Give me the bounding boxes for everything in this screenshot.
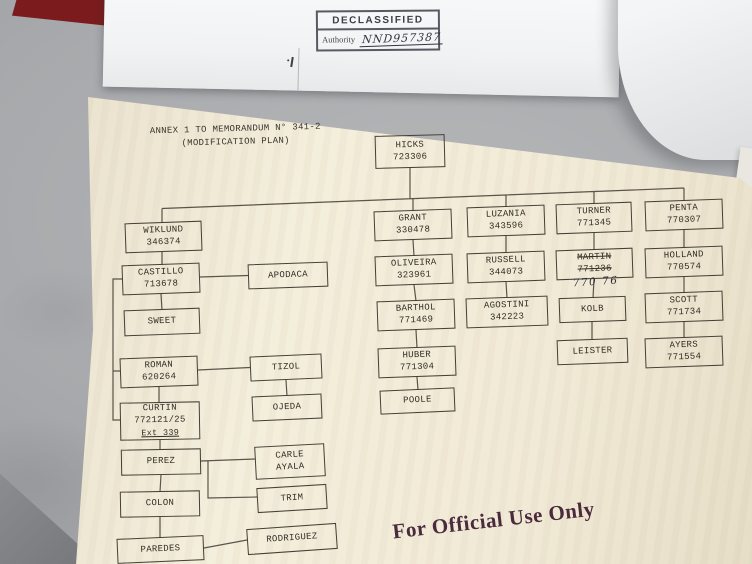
person-name: RODRIGUEZ — [265, 531, 318, 545]
org-box-sweet: SWEET — [123, 307, 201, 337]
person-number: 772121/25 — [134, 414, 186, 426]
person-name: PEREZ — [146, 455, 176, 467]
org-box-turner: TURNER 771345 — [555, 201, 633, 235]
person-name: APODACA — [267, 268, 309, 281]
org-box-luzania: LUZANIA 343596 — [466, 204, 546, 238]
person-number: 771469 — [398, 314, 434, 326]
person-number: 330478 — [395, 224, 431, 236]
org-box-agostini: AGOSTINI 342223 — [465, 295, 549, 329]
person-number: 713678 — [143, 278, 179, 290]
org-box-trim: TRIM — [256, 483, 328, 514]
org-box-oliveira: OLIVEIRA 323961 — [374, 253, 454, 287]
person-name: PAREDES — [140, 542, 181, 555]
person-name: LEISTER — [572, 344, 613, 357]
person-number: 771304 — [399, 361, 435, 373]
org-box-castillo: CASTILLO 713678 — [121, 262, 201, 296]
person-name: TRIM — [280, 491, 304, 504]
person-name: SWEET — [147, 315, 177, 327]
person-number: 771345 — [576, 217, 612, 229]
person-name: TIZOL — [271, 361, 301, 373]
stamp-title: DECLASSIFIED — [317, 11, 438, 31]
person-number: 620264 — [141, 371, 177, 383]
org-box-martin: MARTIN 771236 770 76 — [555, 247, 634, 290]
person-number: 323961 — [396, 269, 432, 281]
org-box-curtin: CURTIN 772121/25 Ext 339 — [119, 401, 201, 441]
person-name: KOLB — [580, 303, 605, 315]
person-number: 344073 — [488, 266, 524, 278]
person-extension: Ext 339 — [141, 427, 180, 438]
person-name: CARLE AYALA — [275, 449, 305, 473]
org-box-apodaca: APODACA — [247, 261, 329, 290]
org-box-poole: POOLE — [379, 387, 456, 415]
org-box-huber: HUBER 771304 — [377, 345, 457, 379]
person-number: 343596 — [488, 220, 524, 232]
org-box-barthol: BARTHOL 771469 — [376, 298, 456, 332]
org-box-grant: GRANT 330478 — [373, 208, 453, 242]
org-box-kolb: KOLB — [558, 295, 627, 324]
org-box-wiklund: WIKLUND 346374 — [124, 220, 203, 254]
org-box-roman: ROMAN 620264 — [119, 355, 199, 389]
person-name: COLON — [145, 497, 175, 509]
person-name: OJEDA — [272, 401, 302, 413]
person-number: 723306 — [392, 151, 428, 162]
declassified-stamp: DECLASSIFIED Authority NND957387 — [315, 9, 444, 52]
org-box-carle-ayala: CARLE AYALA — [254, 443, 326, 480]
org-box-tizol: TIZOL — [249, 353, 323, 382]
org-box-scott: SCOTT 771734 — [644, 290, 724, 324]
org-box-hicks: HICKS 723306 — [374, 134, 446, 169]
org-box-ojeda: OJEDA — [251, 393, 323, 422]
stamp-authority-number: NND957387 — [359, 30, 444, 48]
person-name: POOLE — [402, 394, 432, 406]
person-number: 346374 — [146, 236, 181, 248]
org-box-leister: LEISTER — [556, 337, 629, 366]
person-number: 770574 — [666, 261, 702, 273]
annex-header: ANNEX 1 TO MEMORANDUM N° 341-2 (MODIFICA… — [150, 121, 322, 152]
person-number: 342223 — [489, 311, 525, 323]
org-box-paredes: PAREDES — [116, 535, 205, 564]
org-box-holland: HOLLAND 770574 — [644, 245, 724, 279]
org-box-colon: COLON — [119, 490, 201, 518]
org-box-ayers: AYERS 771554 — [644, 335, 724, 369]
stamp-authority-line: Authority NND957387 — [318, 29, 444, 49]
org-box-russell: RUSSELL 344073 — [466, 250, 546, 284]
person-number: 771236 — [577, 263, 612, 275]
org-box-penta: PENTA 770307 — [644, 198, 724, 232]
person-number: 771554 — [666, 351, 702, 363]
org-box-perez: PEREZ — [120, 448, 202, 476]
person-number: 771734 — [666, 306, 702, 318]
person-number: 770307 — [666, 214, 702, 226]
stamp-authority-label: Authority — [322, 34, 356, 45]
